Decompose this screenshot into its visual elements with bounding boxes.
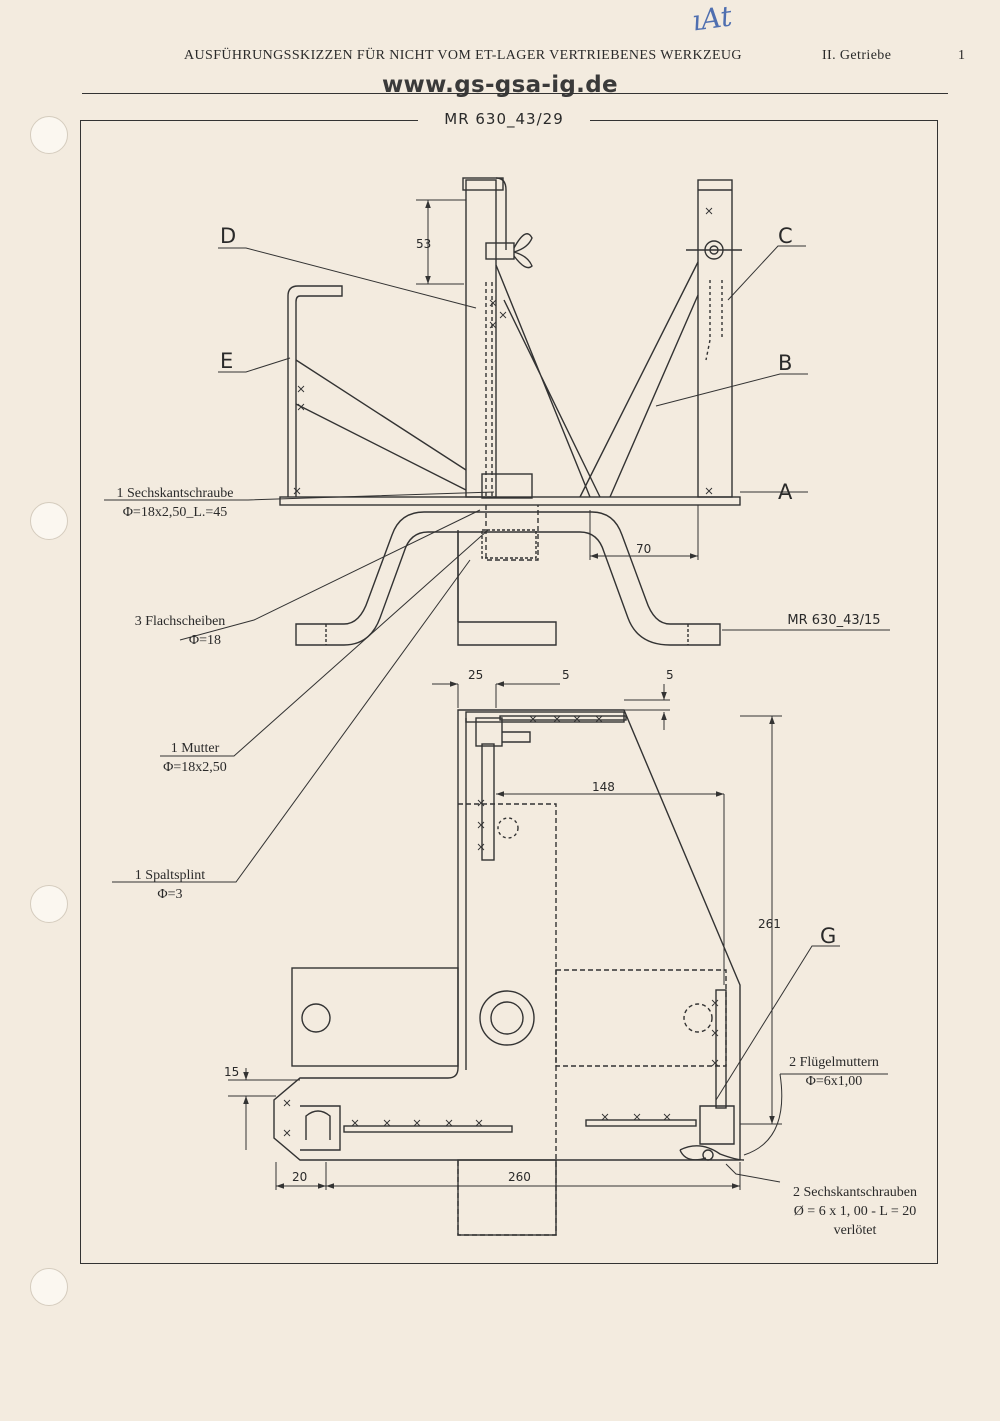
callout-sechskantschrauben: 2 Sechskantschrauben Ø = 6 x 1, 00 - L =… [770, 1183, 940, 1240]
dim-148: 148 [592, 780, 615, 794]
callout-sechskantschraube-line2: Φ=18x2,50_L.=45 [122, 505, 228, 520]
binder-hole [30, 1268, 68, 1306]
base-plate [279, 496, 741, 506]
dim-20: 20 [292, 1170, 307, 1184]
binder-hole [30, 116, 68, 154]
left-block [291, 967, 459, 1067]
header-rule [82, 93, 948, 94]
callout-flachscheiben-line1: 3 Flachscheiben [134, 614, 226, 629]
dim-260: 260 [508, 1170, 531, 1184]
drawing-title: MR 630_43/29 [418, 110, 590, 128]
callout-mutter-line2: Φ=18x2,50 [163, 760, 227, 775]
dim-15: 15 [224, 1065, 239, 1079]
binder-hole [30, 502, 68, 540]
dim-25: 25 [468, 668, 483, 682]
part-letter-b: B [778, 351, 792, 375]
callout-fluegelmuttern: 2 Flügelmuttern Φ=6x1,00 [778, 1053, 890, 1091]
brace-b [579, 261, 699, 498]
callout-mutter: 1 Mutter Φ=18x2,50 [152, 739, 238, 777]
callout-sechskantschraube: 1 Sechskantschraube Φ=18x2,50_L.=45 [100, 484, 250, 522]
callout-fluegelmuttern-line2: Φ=6x1,00 [805, 1074, 863, 1089]
part-letter-d: D [220, 224, 236, 248]
upright-d [465, 179, 497, 498]
holder-part [295, 511, 721, 646]
callout-flachscheiben: 3 Flachscheiben Φ=18 [118, 612, 242, 650]
dim-5a: 5 [562, 668, 570, 682]
plan-outline [273, 709, 741, 1161]
part-letter-e: E [220, 349, 233, 373]
weld-marks [283, 207, 719, 1137]
callout-ref-part: MR 630_43/15 [787, 613, 881, 628]
part-letter-g: G [820, 924, 836, 948]
callout-flachscheiben-line2: Φ=18 [188, 633, 222, 648]
callout-spaltsplint-line2: Φ=3 [157, 887, 183, 902]
part-letter-c: C [778, 224, 793, 248]
callout-sechskantschrauben-line1: 2 Sechskantschrauben [792, 1185, 918, 1200]
binder-hole [30, 885, 68, 923]
page-number: 1 [958, 48, 966, 63]
dim-53: 53 [416, 237, 431, 251]
dim-5b: 5 [666, 668, 674, 682]
upright-c [697, 179, 733, 498]
brace-e [295, 359, 467, 491]
header-section: II. Getriebe [822, 48, 892, 63]
callout-sechskantschrauben-line2: Ø = 6 x 1, 00 - L = 20 [793, 1204, 917, 1219]
dim-70: 70 [636, 542, 651, 556]
dim-261: 261 [758, 917, 781, 931]
part-letter-a: A [778, 480, 793, 504]
callout-fluegelmuttern-line1: 2 Flügelmuttern [789, 1055, 879, 1070]
callout-sechskantschraube-line1: 1 Sechskantschraube [116, 486, 234, 501]
callout-mutter-line1: 1 Mutter [170, 741, 220, 756]
center-nut [479, 990, 535, 1046]
upright-e [287, 285, 343, 497]
callout-spaltsplint-line1: 1 Spaltsplint [134, 868, 206, 883]
callout-sechskantschrauben-line3: verlötet [833, 1223, 877, 1238]
callout-spaltsplint: 1 Spaltsplint Φ=3 [118, 866, 222, 904]
header-title: AUSFÜHRUNGSSKIZZEN FÜR NICHT VOM ET-LAGE… [184, 48, 742, 63]
